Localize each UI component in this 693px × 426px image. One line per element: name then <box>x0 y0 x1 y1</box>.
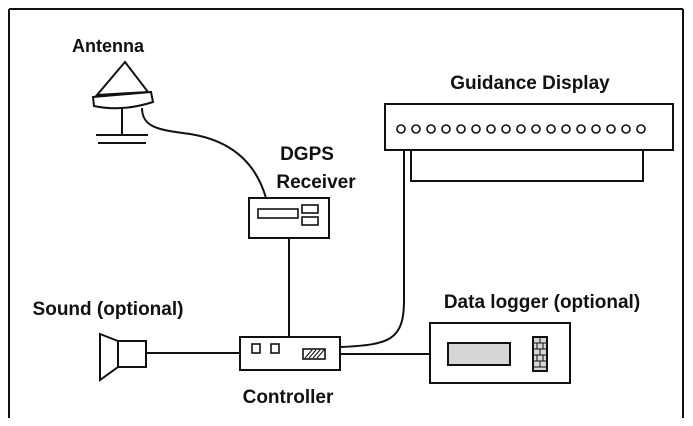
guidance-display-label: Guidance Display <box>450 73 610 94</box>
speaker-icon <box>99 332 147 382</box>
diagram-frame <box>8 8 684 418</box>
antenna-label: Antenna <box>72 36 145 56</box>
cable-controller-to-display <box>339 150 405 348</box>
data-logger-icon <box>429 322 571 384</box>
dgps-receiver-label-line1: DGPS <box>280 144 334 165</box>
antenna-icon <box>91 60 155 144</box>
sound-label: Sound (optional) <box>33 299 184 320</box>
guidance-display-icon <box>384 103 674 182</box>
dgps-receiver-label-line2: Receiver <box>276 172 356 193</box>
controller-icon <box>239 336 341 371</box>
data-logger-label: Data logger (optional) <box>444 292 640 313</box>
connection-cables <box>141 107 430 355</box>
guidance-display-leds <box>396 124 646 134</box>
dgps-receiver-icon <box>248 197 330 239</box>
cable-antenna-to-receiver <box>141 107 267 199</box>
controller-label: Controller <box>243 387 334 408</box>
